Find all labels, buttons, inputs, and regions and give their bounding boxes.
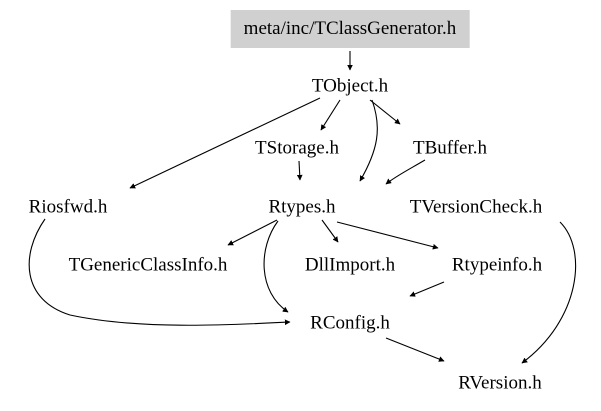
edge-rtypeinfo-to-rconfig xyxy=(409,281,445,297)
node-tgenericclassinfo[interactable]: TGenericClassInfo.h xyxy=(68,254,228,276)
node-rconfig[interactable]: RConfig.h xyxy=(310,312,390,334)
edge-rtypes-to-dllimport xyxy=(321,219,339,243)
node-rversion[interactable]: RVersion.h xyxy=(458,372,542,394)
edge-rtypes-to-rtypeinfo xyxy=(336,221,439,250)
edge-tobject-to-tstorage xyxy=(320,99,341,131)
node-dllimport[interactable]: DllImport.h xyxy=(304,254,396,276)
node-tbuffer[interactable]: TBuffer.h xyxy=(412,137,488,159)
edge-tobject-to-tbuffer xyxy=(369,99,401,125)
edge-rtypes-to-rconfig xyxy=(263,220,289,313)
node-tobject[interactable]: TObject.h xyxy=(311,75,389,97)
edge-rconfig-to-rversion xyxy=(385,337,445,362)
node-riosfwd[interactable]: Riosfwd.h xyxy=(28,196,108,218)
edge-tbuffer-to-tversioncheck xyxy=(385,159,426,185)
node-tversioncheck[interactable]: TVersionCheck.h xyxy=(409,196,543,218)
edge-tversioncheck-to-rversion xyxy=(521,221,577,364)
edge-riosfwd-to-rconfig xyxy=(28,218,291,326)
edge-tstorage-to-rtypes xyxy=(296,160,303,181)
edges-group xyxy=(28,51,577,364)
edge-tobject-to-riosfwd xyxy=(129,97,321,189)
node-rtypeinfo[interactable]: Rtypeinfo.h xyxy=(451,254,543,276)
node-rtypes[interactable]: Rtypes.h xyxy=(268,196,336,218)
edge-rtypes-to-tgenericclassinfo xyxy=(227,219,278,246)
node-tstorage[interactable]: TStorage.h xyxy=(255,137,339,159)
node-tclassgenerator[interactable]: meta/inc/TClassGenerator.h xyxy=(230,10,470,48)
edge-tobject-to-rtypes xyxy=(359,99,378,182)
